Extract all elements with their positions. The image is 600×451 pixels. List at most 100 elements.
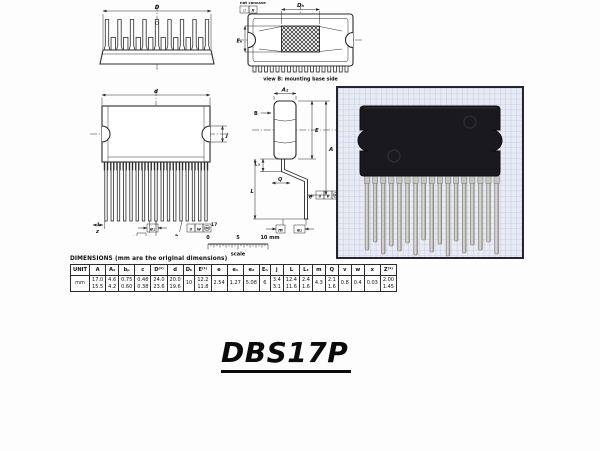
scale-ticks [207, 244, 269, 250]
lead-top-view-back [185, 37, 191, 51]
notch-left [101, 125, 111, 143]
dim-label-j: j [225, 133, 228, 139]
lead-top-view-back [160, 37, 166, 51]
tolerance-value: v [327, 194, 331, 199]
photo-pin-shoulder [469, 175, 476, 184]
photo-pin-shoulder [404, 175, 411, 184]
scale-bar: 0 5 10 mm scale [206, 235, 279, 258]
package-body-outline [101, 105, 211, 163]
dim-label-D: D [155, 5, 160, 11]
scale-label: scale [231, 252, 246, 258]
lead [198, 161, 202, 222]
photo-pin-shoulder [445, 175, 451, 184]
lead-top-view [115, 19, 124, 51]
dimension-value-cell: 0.8 [337, 275, 352, 292]
dimension-value-cell: 12.2 11.8 [194, 275, 212, 292]
scale-tick-0: 0 [206, 235, 210, 241]
flatness-symbol: ▱ [243, 9, 247, 14]
dimension-value-cell: 2.1 1.6 [324, 275, 339, 292]
photo-pin-shoulder [364, 175, 370, 184]
drawing-front-view: d j 1 17 z e₁ e bₚ ⌀ w M [90, 89, 229, 237]
lead [110, 161, 114, 222]
lead-top-view-back [110, 37, 116, 51]
lead-top-view-back [135, 37, 141, 51]
dimension-value-cell: 10 [182, 275, 196, 292]
mold-mark [387, 149, 401, 163]
lead-stub [310, 65, 314, 73]
drawing-side-view: A₂ B E A L₃ L Q c ⌀ v M m [251, 88, 341, 233]
lead [173, 161, 177, 222]
lead-stub [264, 65, 268, 73]
tolerance-value: w [197, 227, 202, 232]
photo-pin-shoulder [380, 175, 387, 184]
photo-pin [364, 182, 370, 251]
scale-tick-10: 10 mm [260, 235, 279, 241]
dimension-value-cell: 0.03 [363, 275, 381, 292]
lead-row [252, 65, 349, 73]
dimension-value-cell: 1.27 [226, 275, 244, 292]
dimension-value-cell: 2.4 1.6 [298, 275, 313, 292]
dimension-symbol-header: Eₕ [258, 264, 271, 276]
lead [148, 161, 152, 222]
dimension-symbol-header: D⁽¹⁾ [150, 264, 168, 276]
lead-stub [304, 65, 309, 73]
lead [191, 161, 196, 222]
dim-label-bp: bₚ [175, 234, 180, 237]
part-number-label: DBS17P [221, 336, 352, 373]
photo-pin-shoulder [372, 175, 378, 184]
lead [104, 161, 108, 222]
photo-pin-shoulder [428, 175, 435, 184]
lead-stub [292, 65, 297, 73]
lead-stub [344, 65, 349, 73]
dimension-symbol-header: Q [324, 264, 339, 276]
photo-pin [397, 182, 402, 252]
photo-pin-shoulder [420, 175, 427, 184]
dimension-value-cell: 17.0 15.5 [89, 275, 107, 292]
lead [141, 161, 146, 222]
photo-pin-shoulder [453, 175, 459, 184]
photo-pin [445, 182, 451, 257]
dimension-symbol-header: A [89, 264, 107, 276]
view-b-direction-label: B [254, 111, 258, 117]
dim-label-Q: Q [278, 177, 283, 183]
photo-pin-shoulder [396, 175, 403, 184]
lead-stub [338, 65, 343, 73]
flatness-value: x [251, 9, 256, 14]
dim-label-z: z [95, 229, 99, 235]
notch-left [247, 31, 256, 49]
dimension-value-cell: mm [69, 275, 91, 292]
dim-label-L: L [251, 189, 254, 195]
dimension-symbol-header: w [350, 264, 365, 276]
component-photo [336, 86, 524, 259]
view-b-caption: view B: mounting base side [263, 77, 338, 83]
drawing-mounting-base-view: not concave ▱ x Dₕ Eₕ view B: mounting b… [237, 0, 363, 83]
dimension-value-cell: 0.4 [350, 275, 365, 292]
ic-body [357, 105, 503, 177]
lead-stub [298, 65, 303, 73]
flatness-note: not concave [240, 0, 266, 5]
lead-stub [258, 65, 263, 73]
lead-top-view-back [198, 37, 204, 51]
dim-label-L3: L₃ [255, 162, 261, 168]
lead-top-view-back [148, 37, 154, 51]
dim-label-A: A [328, 147, 333, 153]
photo-pin-shoulder [412, 175, 419, 184]
dim-label-e2: e₂ [297, 228, 302, 233]
photo-pin [405, 182, 410, 244]
lead-top-view-back [123, 37, 129, 51]
dimension-value-cell: 3.4 3.1 [269, 275, 284, 292]
dimension-value-cell: 5.08 [242, 275, 260, 292]
dimensions-title: DIMENSIONS (mm are the original dimensio… [70, 256, 228, 262]
lead [129, 161, 133, 222]
dimension-symbol-header: e₁ [226, 264, 244, 276]
lead-top-view [103, 19, 111, 51]
lead-stub [287, 65, 291, 73]
lead-top-view [178, 19, 186, 51]
lead-top-view [128, 19, 136, 51]
mmc-modifier: M [205, 227, 209, 231]
dimension-symbol-header: Z⁽¹⁾ [379, 264, 397, 276]
lead-stub [315, 65, 320, 73]
dim-label-Eh: Eₕ [237, 39, 243, 45]
drawing-top-view: D [99, 4, 215, 72]
photo-pins [364, 175, 500, 257]
